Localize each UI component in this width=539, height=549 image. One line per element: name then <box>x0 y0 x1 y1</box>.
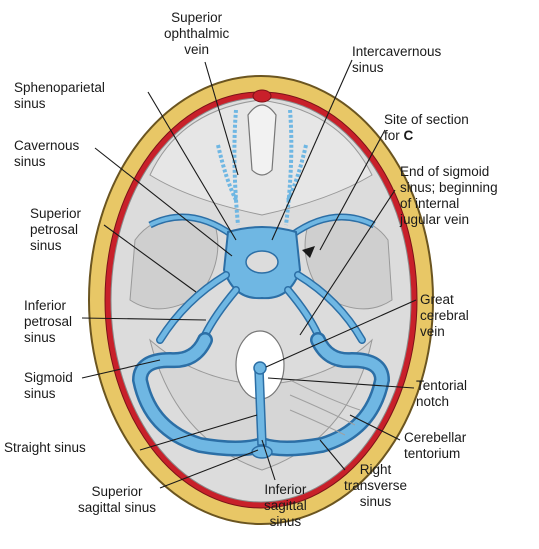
crista-galli <box>248 105 276 175</box>
label-site-of-section: Site of section for C <box>384 112 469 144</box>
label-cavernous-sinus: Cavernous sinus <box>14 138 79 170</box>
label-straight-sinus: Straight sinus <box>4 440 86 456</box>
label-superior-sagittal-sinus: Superior sagittal sinus <box>78 484 156 516</box>
label-end-of-sigmoid-sinus: End of sigmoid sinus; beginning of inter… <box>400 164 498 228</box>
label-right-transverse-sinus: Right transverse sinus <box>344 462 407 510</box>
label-inferior-sagittal-sinus: Inferior sagittal sinus <box>264 482 307 530</box>
label-great-cerebral-vein: Great cerebral vein <box>420 292 469 340</box>
superior-sagittal-anterior <box>253 90 271 102</box>
label-superior-ophthalmic-vein: Superior ophthalmic vein <box>164 10 229 58</box>
label-cerebellar-tentorium: Cerebellar tentorium <box>404 430 466 462</box>
label-tentorial-notch: Tentorial notch <box>416 378 467 410</box>
great-cerebral-vein <box>254 362 266 374</box>
section-ref-c: C <box>404 128 414 143</box>
label-intercavernous-sinus: Intercavernous sinus <box>352 44 441 76</box>
pituitary-fossa <box>246 251 278 273</box>
label-inferior-petrosal-sinus: Inferior petrosal sinus <box>24 298 72 346</box>
superior-sagittal-posterior <box>252 446 272 458</box>
label-sphenoparietal-sinus: Sphenoparietal sinus <box>14 80 105 112</box>
label-superior-petrosal-sinus: Superior petrosal sinus <box>30 206 81 254</box>
label-sigmoid-sinus: Sigmoid sinus <box>24 370 73 402</box>
